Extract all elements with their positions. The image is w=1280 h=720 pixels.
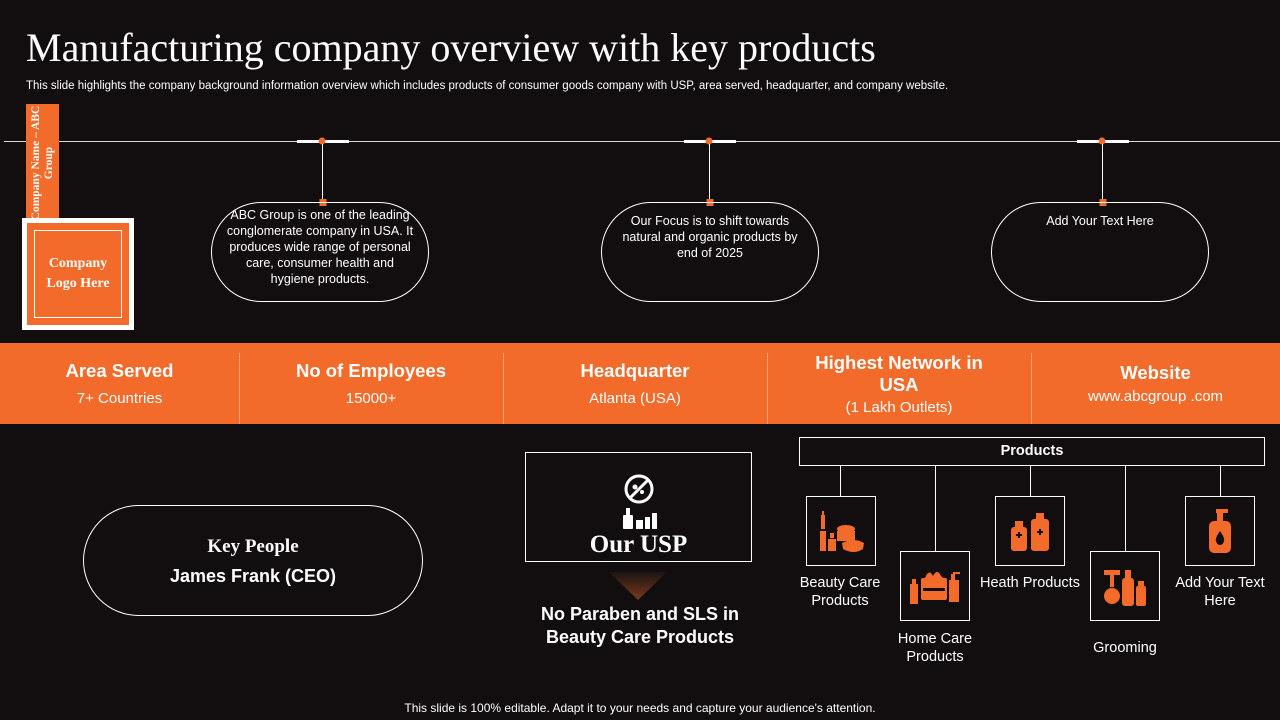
slide-footer: This slide is 100% editable. Adapt it to… bbox=[404, 701, 876, 715]
key-people-card: Key People James Frank (CEO) bbox=[83, 505, 423, 616]
stat-headquarter: Headquarter Atlanta (USA) bbox=[503, 343, 767, 424]
tree-connector bbox=[840, 466, 841, 496]
info-bubble-placeholder: Add Your Text Here bbox=[991, 202, 1209, 302]
timeline-marker-dot bbox=[318, 137, 326, 145]
product-grooming bbox=[1090, 551, 1160, 621]
stat-label: Area Served bbox=[65, 360, 174, 381]
stat-value: 15000+ bbox=[345, 390, 397, 407]
slide-title: Manufacturing company overview with key … bbox=[26, 25, 876, 70]
product-beauty-care bbox=[806, 496, 876, 566]
stat-label: Headquarter bbox=[580, 360, 690, 381]
tree-connector bbox=[935, 466, 936, 551]
tree-connector bbox=[1030, 466, 1031, 496]
stat-area-served: Area Served 7+ Countries bbox=[0, 343, 239, 424]
home-care-icon bbox=[910, 572, 960, 604]
stat-label: Highest Network in USA bbox=[815, 351, 983, 395]
stat-label: Website bbox=[1120, 362, 1191, 383]
bottle-icon bbox=[1209, 509, 1231, 553]
stat-website: Website www.abcgroup .com bbox=[1031, 343, 1280, 424]
company-logo-label: Company Logo Here bbox=[34, 230, 122, 318]
info-bubble-focus: Our Focus is to shift towards natural an… bbox=[601, 202, 819, 302]
stat-value: www.abcgroup .com bbox=[1087, 388, 1224, 405]
stat-network: Highest Network in USA (1 Lakh Outlets) bbox=[767, 343, 1031, 424]
usp-title: Our USP bbox=[589, 531, 688, 558]
product-health bbox=[995, 496, 1065, 566]
key-people-name: James Frank (CEO) bbox=[169, 566, 337, 586]
no-paraben-products-icon bbox=[622, 474, 657, 529]
company-stats-band: Area Served 7+ Countries No of Employees… bbox=[0, 343, 1280, 424]
beauty-care-icon bbox=[820, 511, 864, 552]
slide-subtitle: This slide highlights the company backgr… bbox=[26, 80, 949, 92]
company-logo: Company Logo Here bbox=[22, 218, 134, 330]
product-placeholder bbox=[1185, 496, 1255, 566]
timeline-connector bbox=[1102, 144, 1103, 202]
product-label: Beauty Care Products bbox=[799, 575, 881, 609]
info-bubble-background: ABC Group is one of the leading conglome… bbox=[211, 202, 429, 302]
timeline-line bbox=[4, 141, 1280, 142]
chevron-down-icon bbox=[609, 572, 667, 600]
product-label: Add Your Text Here bbox=[1175, 575, 1265, 609]
usp-description: No Paraben and SLS in Beauty Care Produc… bbox=[540, 604, 740, 647]
product-label: Grooming bbox=[1093, 640, 1157, 656]
key-people-title: Key People bbox=[207, 536, 299, 557]
company-name-label: Company Name – ABC Group bbox=[29, 105, 55, 221]
timeline-marker-dot bbox=[705, 137, 713, 145]
product-label: Heath Products bbox=[980, 575, 1080, 591]
company-name-tab: Company Name – ABC Group bbox=[26, 104, 59, 222]
tree-connector bbox=[1125, 466, 1126, 551]
timeline-connector bbox=[709, 144, 710, 202]
timeline-marker-dot bbox=[1098, 137, 1106, 145]
product-label: Home Care Products bbox=[897, 631, 973, 665]
timeline-connector bbox=[322, 144, 323, 202]
product-home-care bbox=[900, 551, 970, 621]
grooming-icon bbox=[1104, 570, 1146, 606]
usp-card: Our USP bbox=[525, 452, 752, 562]
products-header: Products bbox=[799, 437, 1265, 466]
stat-value: Atlanta (USA) bbox=[589, 390, 681, 407]
stat-value: 7+ Countries bbox=[76, 390, 163, 407]
stat-employees: No of Employees 15000+ bbox=[239, 343, 503, 424]
stat-value: (1 Lakh Outlets) bbox=[845, 398, 953, 416]
stat-label: No of Employees bbox=[295, 360, 447, 381]
health-products-icon bbox=[1011, 513, 1049, 551]
tree-connector bbox=[1220, 466, 1221, 496]
